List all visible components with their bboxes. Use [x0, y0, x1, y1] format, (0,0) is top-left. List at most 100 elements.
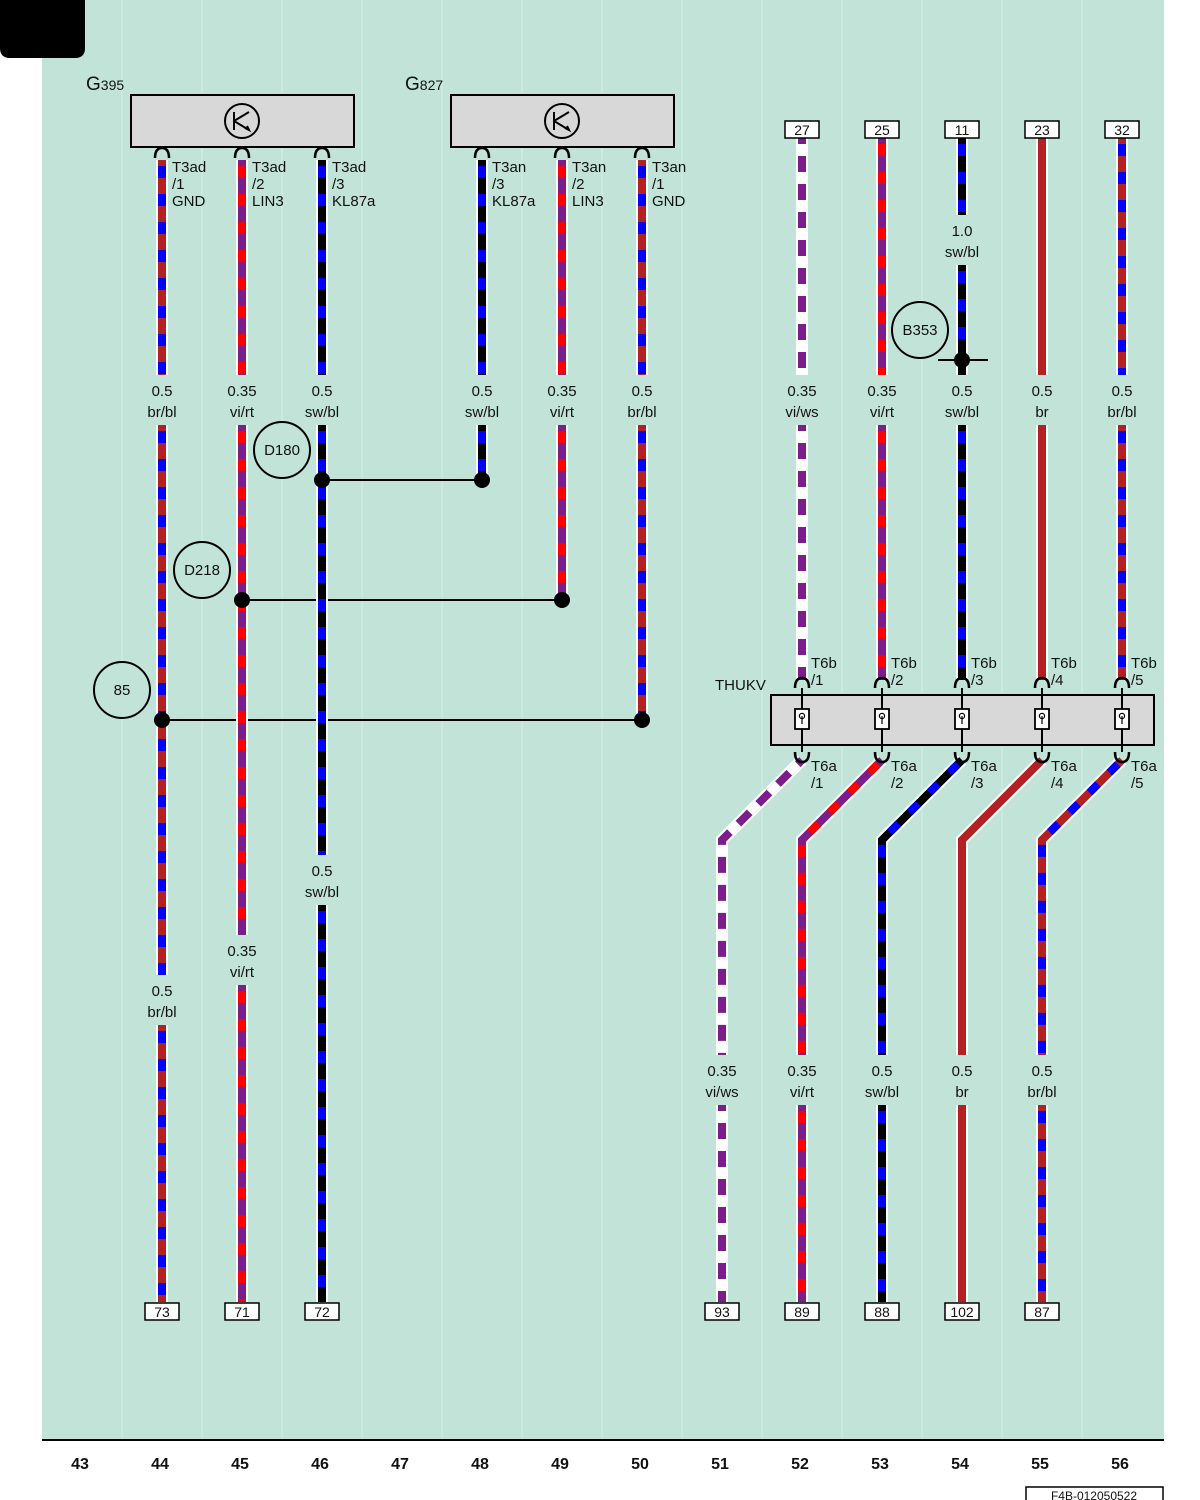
connector-pin-label: T3ad [172, 159, 206, 176]
wires-layer [156, 138, 1128, 1302]
wire-size-label: 1.0 [952, 223, 973, 240]
wire-color-code-label: sw/bl [945, 404, 979, 421]
reference-number: 25 [874, 122, 890, 138]
wire-color-code-label: vi/ws [785, 404, 818, 421]
connector-plug-icon [953, 751, 971, 764]
wire-56 [1036, 138, 1128, 1302]
column-number: 43 [71, 1456, 89, 1473]
terminal-box [864, 1302, 900, 1321]
reference-number: 11 [955, 122, 970, 138]
connector-plug-icon [1113, 676, 1131, 689]
terminal-number: 93 [714, 1304, 730, 1320]
junction-dot [154, 712, 170, 728]
connector-plug-icon [873, 676, 891, 689]
column-number: 53 [871, 1456, 889, 1473]
terminal-number: 89 [794, 1304, 810, 1320]
wire-size-label: 0.5 [1032, 1063, 1053, 1080]
connector-plug-icon [793, 676, 811, 689]
connector-pin-label: /4 [1051, 775, 1064, 792]
connector-pin-label: T6b [971, 655, 997, 672]
terminal-box [144, 1302, 180, 1321]
connector-pin-label: T6a [971, 758, 998, 775]
connector-plug-icon [633, 146, 651, 159]
connector-pin-label: /1 [172, 176, 185, 193]
wire-size-label: 0.35 [787, 383, 816, 400]
connector-plug-icon [953, 676, 971, 689]
wire-size-label: 0.35 [867, 383, 896, 400]
column-number: 49 [551, 1456, 569, 1473]
wire-size-label: 0.5 [312, 383, 333, 400]
connector-pin-label: LIN3 [252, 193, 284, 210]
terminal-number: 72 [314, 1304, 330, 1320]
junction-dot [474, 472, 490, 488]
b353-callout [891, 301, 949, 359]
connector-plug-icon [153, 146, 171, 159]
connector-pin-label: /5 [1131, 775, 1144, 792]
terminal-number: 102 [950, 1304, 974, 1320]
column-number: 47 [391, 1456, 409, 1473]
wire-stripe-color [718, 757, 805, 1055]
terminal-number: 87 [1034, 1304, 1050, 1320]
connector-pin-label: /4 [1051, 672, 1064, 689]
connector-pin-label: T6b [891, 655, 917, 672]
wire-color-code-label: sw/bl [865, 1084, 899, 1101]
wire-stripe-color [878, 757, 965, 1055]
wire-color-code-label: vi/rt [550, 404, 575, 421]
connector-plug-icon [1113, 751, 1131, 764]
wire-size-label: 0.5 [952, 1063, 973, 1080]
connector-pin-label: T3ad [332, 159, 366, 176]
connector-pin-label: KL87a [332, 193, 376, 210]
j85-label: 85 [114, 682, 131, 699]
g827-label: G827 [405, 74, 443, 95]
connector-pin-label: T6a [811, 758, 838, 775]
wire-color-code-label: br/bl [627, 404, 656, 421]
column-number: 48 [471, 1456, 489, 1473]
junction-dot [234, 592, 250, 608]
wire-color-code-label: vi/rt [870, 404, 895, 421]
labels-layer: 0.5br/bl0.5br/blT3ad/1GND730.35vi/rt0.35… [144, 120, 1158, 1321]
terminal-number: 71 [234, 1304, 250, 1320]
connector-pin-label: /3 [492, 176, 505, 193]
connector-plug-icon [793, 751, 811, 764]
terminal-number: 88 [874, 1304, 890, 1320]
terminal-box [704, 1302, 740, 1321]
wire-size-label: 0.35 [547, 383, 576, 400]
wire-color-code-label: vi/rt [790, 1084, 815, 1101]
connector-pin-label: T6a [891, 758, 918, 775]
connector-pin-label: T6a [1051, 758, 1078, 775]
wire-stripe-color [798, 757, 885, 1055]
wire-size-label: 0.5 [1032, 383, 1053, 400]
column-number: 51 [711, 1456, 729, 1473]
wire-55 [956, 138, 1048, 1302]
connector-plug-icon [1033, 751, 1051, 764]
wire-color-code-label: br/bl [147, 1004, 176, 1021]
doc-id-box [1025, 1486, 1164, 1500]
column-number: 56 [1111, 1456, 1129, 1473]
wire-size-label: 0.5 [312, 863, 333, 880]
doc-id: F4B-012050522 [1051, 1489, 1137, 1500]
terminal-box [784, 1302, 820, 1321]
connector-pin-label: /2 [891, 672, 904, 689]
wire-base-color [958, 757, 1045, 1055]
reference-box [1024, 120, 1060, 139]
wire-52 [716, 138, 808, 1302]
wire-color-code-label: sw/bl [945, 244, 979, 261]
sensor-symbol-icon [224, 103, 260, 139]
wire-size-label: 0.35 [227, 383, 256, 400]
g395-label: G395 [86, 74, 124, 95]
reference-number: 27 [794, 122, 810, 138]
junction-dot [314, 472, 330, 488]
wire-size-label: 0.5 [1112, 383, 1133, 400]
wire-color-code-label: sw/bl [305, 404, 339, 421]
reference-box [784, 120, 820, 139]
connector-plug-icon [233, 146, 251, 159]
connector-plug-icon [1033, 676, 1051, 689]
reference-box [864, 120, 900, 139]
column-number: 44 [151, 1456, 169, 1473]
connector-plug-icon [313, 146, 331, 159]
connector-pin-label: T6b [1131, 655, 1157, 672]
terminal-box [944, 1302, 980, 1321]
page-tab-marker [0, 0, 85, 58]
wire-size-label: 0.35 [787, 1063, 816, 1080]
terminal-box [224, 1302, 260, 1321]
